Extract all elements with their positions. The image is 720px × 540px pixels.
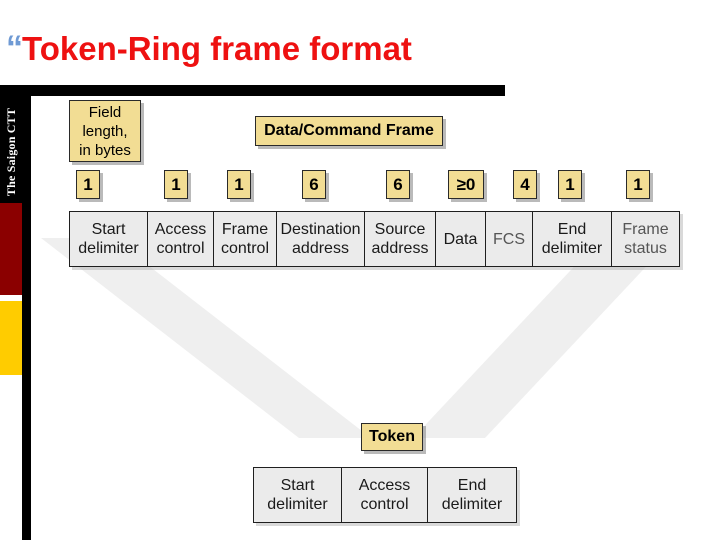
token-label: Token bbox=[361, 423, 423, 451]
byte-length-chip: 6 bbox=[386, 170, 410, 199]
sidebar-accent-yellow bbox=[0, 301, 22, 375]
frame-field-cell: Data bbox=[436, 212, 486, 266]
connector-band-right bbox=[413, 238, 673, 438]
token-field-cell-line-2: control bbox=[360, 496, 409, 513]
byte-length-chip: 1 bbox=[558, 170, 582, 199]
quote-bullet-icon: “ bbox=[6, 29, 23, 67]
frame-field-cell-line-1: Data bbox=[443, 230, 478, 248]
byte-length-chip: 4 bbox=[513, 170, 537, 199]
frame-field-cell-line-1: FCS bbox=[493, 230, 525, 248]
frame-field-cell-line-2: address bbox=[292, 240, 349, 257]
frame-field-cell-line-2: delimiter bbox=[541, 240, 603, 257]
frame-field-cell-line-2: address bbox=[371, 240, 429, 257]
frame-field-cell-line-1: Start bbox=[91, 221, 126, 238]
byte-length-chip: ≥0 bbox=[448, 170, 484, 199]
frame-field-cell-line-1: Access bbox=[154, 221, 207, 238]
frame-field-cell: FCS bbox=[486, 212, 533, 266]
title-text: Token-Ring frame format bbox=[22, 29, 412, 67]
token-field-cell-line-1: End bbox=[457, 477, 487, 494]
byte-length-chip: 1 bbox=[76, 170, 100, 199]
byte-length-chip: 1 bbox=[164, 170, 188, 199]
frame-field-cell-line-2: status bbox=[624, 240, 667, 257]
byte-length-chip: 1 bbox=[626, 170, 650, 199]
frame-field-cell-line-1: Frame bbox=[221, 221, 269, 238]
frame-field-cell-line-1: End bbox=[557, 221, 587, 238]
byte-length-chip: 1 bbox=[227, 170, 251, 199]
token-field-cell: End delimiter bbox=[428, 468, 516, 522]
token-field-cell-line-1: Access bbox=[358, 477, 411, 494]
frame-field-cell: Start delimiter bbox=[70, 212, 148, 266]
header-rule bbox=[0, 85, 505, 96]
sidebar-brand-block bbox=[0, 85, 22, 203]
brand-label: The Saigon CTT bbox=[4, 107, 18, 197]
frame-field-cell-line-1: Source bbox=[374, 221, 426, 238]
legend-line-3: in bytes bbox=[79, 141, 131, 159]
token-ring-frame-diagram: Field length, in bytes Data/Command Fram… bbox=[31, 96, 720, 540]
frame-field-cell-line-1: Destination bbox=[280, 221, 361, 238]
page-title: “ Token-Ring frame format bbox=[6, 22, 706, 74]
frame-field-cell: Frame control bbox=[214, 212, 277, 266]
frame-field-cell-line-2: control bbox=[156, 240, 205, 257]
token-frame-table: Start delimiter Access control End delimiter bbox=[253, 467, 517, 523]
frame-field-cell: Source address bbox=[365, 212, 436, 266]
sidebar-accent-red bbox=[0, 203, 22, 295]
byte-length-chip: 6 bbox=[302, 170, 326, 199]
token-field-cell-line-2: delimiter bbox=[267, 496, 328, 513]
connector-band-left bbox=[41, 238, 371, 438]
field-length-legend: Field length, in bytes bbox=[69, 100, 141, 162]
data-command-frame-label: Data/Command Frame bbox=[255, 116, 443, 146]
legend-line-2: length, bbox=[82, 122, 128, 140]
frame-field-cell: Frame status bbox=[612, 212, 679, 266]
token-field-cell-line-1: Start bbox=[280, 477, 315, 494]
token-field-cell-line-2: delimiter bbox=[441, 496, 503, 513]
frame-field-cell-line-1: Frame bbox=[622, 221, 669, 238]
frame-left-border bbox=[22, 85, 31, 540]
token-field-cell: Access control bbox=[342, 468, 428, 522]
frame-field-cell: Access control bbox=[148, 212, 214, 266]
frame-field-cell: Destination address bbox=[277, 212, 365, 266]
frame-field-cell-line-2: control bbox=[220, 240, 270, 257]
frame-field-cell-line-2: delimiter bbox=[78, 240, 139, 257]
token-field-cell: Start delimiter bbox=[254, 468, 342, 522]
data-command-frame-table: Start delimiter Access control Frame control D… bbox=[69, 211, 680, 267]
legend-line-1: Field bbox=[88, 103, 122, 121]
sidebar-gap bbox=[0, 295, 22, 301]
frame-field-cell: End delimiter bbox=[533, 212, 612, 266]
